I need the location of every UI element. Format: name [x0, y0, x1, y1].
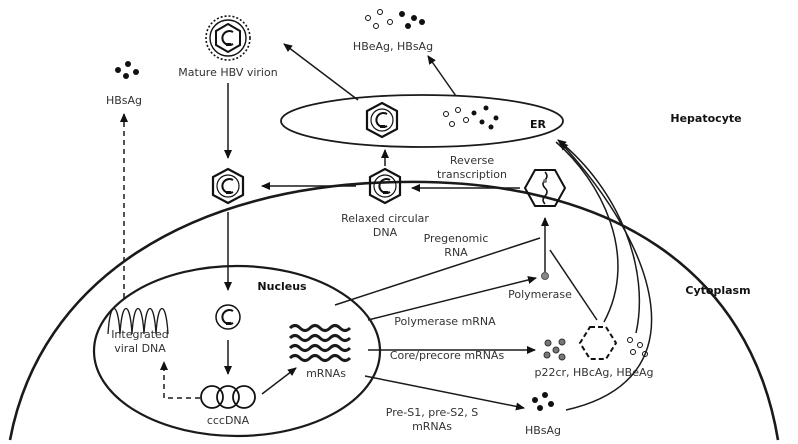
core-protein-particles — [543, 326, 648, 361]
pregenomic-label-1: Pregenomic — [424, 232, 489, 245]
mrna-wave-icon — [288, 324, 352, 362]
reverse-transcription-label-2: transcription — [437, 168, 507, 181]
cccdna-label: cccDNA — [207, 414, 250, 427]
polymerase-label: Polymerase — [508, 288, 572, 301]
capsid-icon — [211, 167, 245, 205]
pre-s-label-2: mRNAs — [412, 420, 452, 433]
hbsag-bottom-label: HBsAg — [525, 424, 561, 437]
cytoplasm-label: Cytoplasm — [685, 284, 750, 297]
hbsag-particles-top — [115, 61, 139, 79]
integrated-label-1: Integrated — [111, 328, 169, 341]
p22cr-label: p22cr, HBcAg, HBeAg — [534, 366, 653, 379]
pre-s-label-1: Pre-S1, pre-S2, S — [386, 406, 478, 419]
hbsag-top-label: HBsAg — [106, 94, 142, 107]
reverse-transcription-label-1: Reverse — [450, 154, 494, 167]
cccdna-icon — [200, 385, 256, 409]
hbv-virion-icon — [205, 15, 251, 61]
polymerase-mrna-label: Polymerase mRNA — [394, 315, 496, 328]
pathway-arrows — [120, 43, 653, 411]
core-precore-label: Core/precore mRNAs — [390, 349, 505, 362]
integrated-label-2: viral DNA — [114, 342, 166, 355]
nucleus-label: Nucleus — [257, 280, 307, 293]
polymerase-icon — [541, 272, 549, 280]
nucleus-compartment — [92, 264, 382, 438]
integrated-dna-icon — [107, 308, 169, 335]
secreted-antigens-label: HBeAg, HBsAg — [353, 40, 433, 53]
relaxed-circular-label-1: Relaxed circular — [341, 212, 429, 225]
nucleocapsid-icon — [523, 169, 567, 207]
hepatocyte-label: Hepatocyte — [670, 112, 741, 125]
er-label: ER — [530, 118, 547, 131]
relaxed-circular-label-2: DNA — [373, 226, 398, 239]
hbsag-particles-bottom — [532, 392, 554, 411]
pregenomic-label-2: RNA — [444, 246, 468, 259]
capsid-icon — [368, 167, 402, 205]
er-antigen-particles — [443, 105, 499, 130]
mrnas-label: mRNAs — [306, 367, 346, 380]
er-compartment — [280, 94, 564, 148]
mature-virion-label: Mature HBV virion — [178, 66, 277, 79]
secreted-antigen-particles — [365, 9, 425, 29]
capsid-icon — [365, 101, 399, 139]
capsid-icon — [215, 304, 241, 330]
